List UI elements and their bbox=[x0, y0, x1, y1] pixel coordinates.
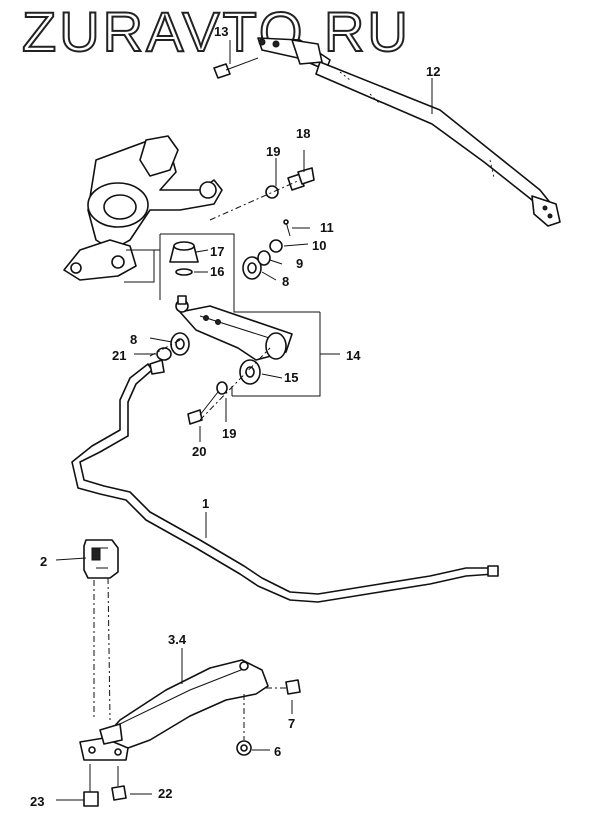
callout-20: 20 bbox=[192, 444, 206, 459]
callout-8-lower: 8 bbox=[130, 332, 137, 347]
part-12-tension-rod[interactable] bbox=[257, 37, 561, 227]
callout-1: 1 bbox=[202, 496, 209, 511]
callout-18: 18 bbox=[296, 126, 310, 141]
part-8-bushing-upper[interactable] bbox=[242, 256, 262, 280]
callout-21: 21 bbox=[112, 348, 126, 363]
part-8-bushing-lower[interactable] bbox=[170, 332, 190, 356]
callout-7: 7 bbox=[288, 716, 295, 731]
callout-17: 17 bbox=[210, 244, 224, 259]
steering-knuckle bbox=[63, 135, 223, 281]
callout-10: 10 bbox=[312, 238, 326, 253]
callout-19-lower: 19 bbox=[222, 426, 236, 441]
part-13-bolt[interactable] bbox=[213, 57, 259, 79]
part-10-nut[interactable] bbox=[269, 239, 283, 253]
part-7-bolt[interactable] bbox=[285, 679, 301, 695]
part-15-bushing[interactable] bbox=[239, 359, 261, 385]
leader-lines bbox=[55, 40, 433, 801]
part-17-boot[interactable] bbox=[169, 241, 199, 263]
part-9-washer[interactable] bbox=[257, 250, 271, 266]
callout-12: 12 bbox=[426, 64, 440, 79]
callout-22: 22 bbox=[158, 786, 172, 801]
callout-23: 23 bbox=[30, 794, 44, 809]
part-11-cotter-pin[interactable] bbox=[283, 219, 291, 237]
part-6-nut[interactable] bbox=[236, 740, 252, 756]
callout-14: 14 bbox=[346, 348, 361, 363]
part-21-washer[interactable] bbox=[156, 347, 172, 361]
part-18-bolt[interactable] bbox=[287, 167, 315, 191]
callout-3-4: 3.4 bbox=[168, 632, 187, 647]
callout-11: 11 bbox=[320, 220, 334, 235]
part-2-bushing[interactable] bbox=[83, 539, 119, 579]
watermark: ZURAVTO.RU bbox=[21, 0, 411, 63]
callout-16: 16 bbox=[210, 264, 224, 279]
callout-9: 9 bbox=[296, 256, 303, 271]
part-23-bolt[interactable] bbox=[83, 764, 99, 807]
part-3-4-cross-member[interactable] bbox=[79, 659, 269, 761]
part-14-lower-arm[interactable] bbox=[175, 295, 293, 361]
callout-13: 13 bbox=[214, 24, 228, 39]
callout-8-upper: 8 bbox=[282, 274, 289, 289]
callout-6: 6 bbox=[274, 744, 281, 759]
part-22-bolt[interactable] bbox=[111, 766, 127, 801]
part-16-ring[interactable] bbox=[175, 268, 193, 276]
callout-2: 2 bbox=[40, 554, 47, 569]
callout-19-upper: 19 bbox=[266, 144, 280, 159]
part-1-stabilizer-bar[interactable] bbox=[71, 359, 499, 603]
callout-15: 15 bbox=[284, 370, 298, 385]
part-20-bolt[interactable] bbox=[187, 391, 219, 425]
part-19-washer-lower[interactable] bbox=[216, 381, 228, 395]
part-19-washer-upper[interactable] bbox=[265, 185, 279, 199]
